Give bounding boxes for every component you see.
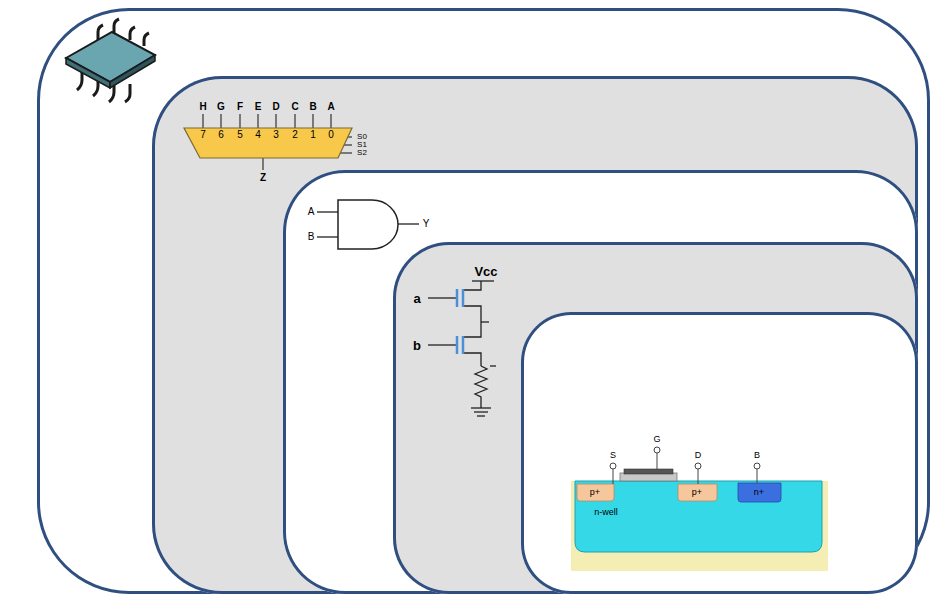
input-name: b	[413, 339, 421, 352]
pin-number: 5	[237, 130, 243, 140]
level-box: A B Y Vcc a b S G D Bp+ p+ n+ n-well	[283, 170, 918, 594]
mosfet-cross-section	[521, 312, 918, 594]
pin-name: G	[217, 102, 225, 112]
output-name: Y	[423, 219, 430, 229]
input-name: a	[413, 292, 420, 305]
pin-name: D	[272, 102, 279, 112]
pin-number: 1	[310, 130, 316, 140]
pin-name: B	[309, 102, 316, 112]
input-name: B	[308, 232, 315, 242]
select-name: S0	[357, 133, 367, 141]
pin-number: 3	[273, 130, 279, 140]
pin-name: E	[255, 102, 262, 112]
terminal-name: G	[653, 435, 660, 444]
select-name: S2	[357, 149, 367, 157]
region-name: p+	[692, 488, 702, 497]
pin-name: H	[199, 102, 206, 112]
pin-number: 0	[328, 130, 334, 140]
supply-name: Vcc	[474, 265, 497, 278]
pin-name: C	[291, 102, 298, 112]
terminal-name: D	[695, 451, 702, 460]
pin-number: 7	[200, 130, 206, 140]
level-box: HGFEDCBA76543210S0S1S2Z ABY Vccab	[152, 76, 918, 594]
select-name: S1	[357, 141, 367, 149]
pin-name: A	[327, 102, 334, 112]
pin-number: 2	[292, 130, 298, 140]
pin-name: F	[237, 102, 243, 112]
level-box: Vcc a b S G D Bp+ p+ n+ n-well	[393, 242, 918, 594]
region-name: p+	[590, 488, 600, 497]
input-name: A	[308, 207, 315, 217]
region-name: n+	[754, 488, 764, 497]
output-name: Z	[260, 173, 266, 183]
terminal-name: B	[754, 451, 760, 460]
region-name: n-well	[594, 508, 618, 517]
pin-number: 6	[218, 130, 224, 140]
level-box: S G D Bp+ p+ n+ n-well	[521, 312, 918, 594]
pin-number: 4	[255, 130, 261, 140]
terminal-name: S	[610, 451, 616, 460]
